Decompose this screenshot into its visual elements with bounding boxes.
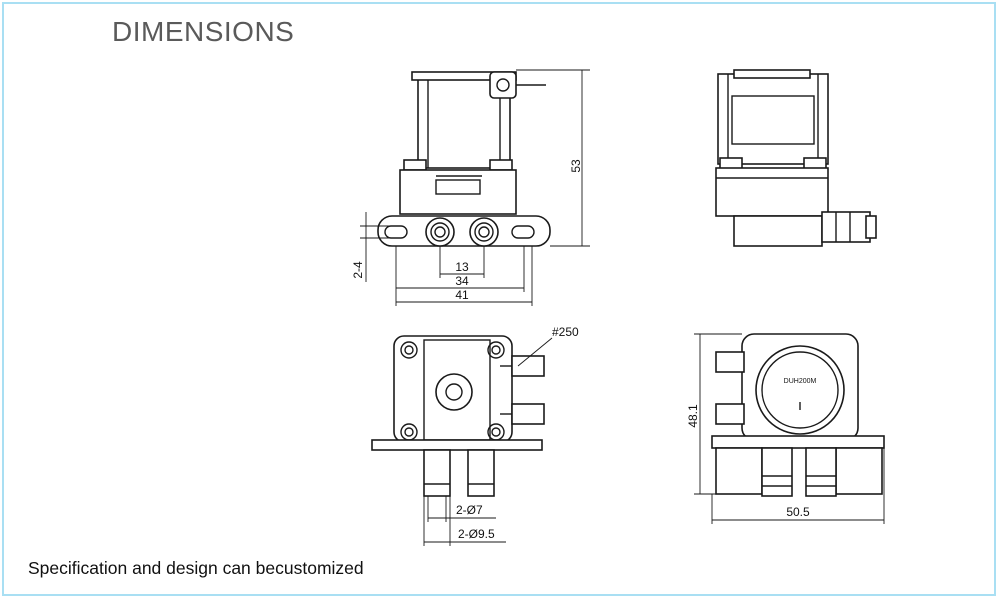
dim-height-bottom: 48.1 <box>686 404 700 428</box>
page-title: DIMENSIONS <box>112 16 295 47</box>
dim-inner-diameter: 2-Ø7 <box>456 503 483 517</box>
footer-note: Specification and design can becustomize… <box>28 558 364 578</box>
rear-view: DUH200M 48.1 50.5 <box>686 333 885 524</box>
dim-height-53: 53 <box>569 159 583 173</box>
dim-port-spacing: 13 <box>455 260 469 274</box>
front-view: 53 2-4 13 34 41 <box>351 69 590 306</box>
dim-outer-diameter: 2-Ø9.5 <box>458 527 495 541</box>
dim-tab-height: 2-4 <box>351 261 365 279</box>
dim-mount-spacing: 34 <box>455 274 469 288</box>
dim-overall-width: 41 <box>455 288 469 302</box>
side-view <box>715 69 877 247</box>
top-view: #250 2-Ø7 2-Ø9.5 <box>371 325 579 546</box>
dim-overall-width-bottom: 50.5 <box>786 505 810 519</box>
dim-terminal: #250 <box>552 325 579 339</box>
product-label: DUH200M <box>784 378 817 385</box>
